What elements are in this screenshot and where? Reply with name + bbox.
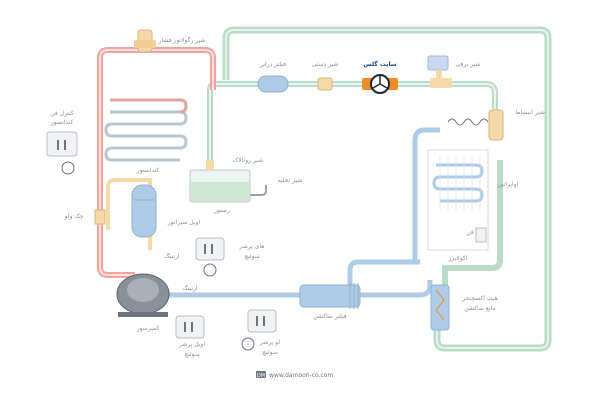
expansion-valve-label: شیر انبساط [515,109,545,116]
condenser-control-label: کنترل فن [50,110,74,117]
heat-exchanger [430,284,450,331]
oil-pressure-switch [175,315,205,339]
oil-heater-label: ارتینگ [164,252,180,260]
heat-exchanger-label-2: مایع ساکشن [464,305,495,312]
footer-logo: DM [257,373,265,379]
condenser-control-label-2: کندانسور [50,119,74,126]
solenoid-valve-label: شیر برقی [456,61,481,68]
evaporator-label: اواپراتور [497,181,519,188]
oil-return-pipe [106,178,152,250]
check-valve-label: چک ولو [64,213,84,220]
receiver-label: رسیور [213,207,230,214]
liquid-lower-pipe [412,127,440,262]
condenser-label: کندانسور [136,167,160,174]
solenoid-valve [427,55,452,88]
filter-drier [257,75,289,93]
oil-separator-label: اویل سپراتور [167,219,201,226]
hand-valve-label: شیر دستی [312,61,339,68]
check-valve [94,209,106,225]
access-valve-label: ارتینگ [182,284,198,292]
oil-separator [131,184,157,238]
receiver-tank [189,169,251,203]
sight-glass [362,74,398,94]
rotalock-valve-label: شیر روتالاک [233,156,263,164]
heat-exchanger-label-1: هیت اکسچنجر [461,295,498,302]
evaporator-outlet-pipe [442,160,503,285]
oil-pressure-switch-label-2: سوئیچ [184,351,199,358]
drain-valve-pipe [250,185,267,196]
low-pressure-switch-label-1: لو پرشر [259,339,280,346]
footer-url: www.damoon-co.com [269,372,333,379]
hand-valve [317,77,333,91]
condenser-fan-control-box [46,131,78,175]
suction-filter [299,283,361,309]
high-pressure-switch-label-1: های پرشر [239,243,265,250]
filter-drier-label: فیلتر درایر [259,61,286,68]
high-pressure-switch-label-2: سوئیچ [244,253,259,260]
suction-filter-label: فیلتر ساکشن [313,313,346,320]
equalizer-label: اکولایزر [448,255,468,262]
pressure-regulator-valve [134,29,156,53]
discharge-line-inner [99,49,214,276]
low-pressure-switch-label-2: سوئیچ [262,349,277,356]
fan-label: فن [466,229,474,236]
rotalock-valve [206,160,214,170]
oil-pressure-switch-label-1: اویل پرشر [178,341,205,348]
expansion-valve [447,109,504,141]
evaporator-unit [427,149,489,251]
compressor [116,273,170,317]
low-pressure-switch [241,309,277,351]
compressor-label: کمپرسور [136,325,160,332]
sight-glass-label: سایت گلس [363,60,396,68]
condenser-coil [104,98,188,162]
high-pressure-switch [195,237,225,277]
pressure-regulator-valve-label: شیر رگولاتور فشار [158,36,206,44]
footer-brand: DM www.damoon-co.com [256,371,333,379]
drain-valve-label: شیر تخلیه [278,177,303,184]
suction-line-inner [225,29,549,349]
